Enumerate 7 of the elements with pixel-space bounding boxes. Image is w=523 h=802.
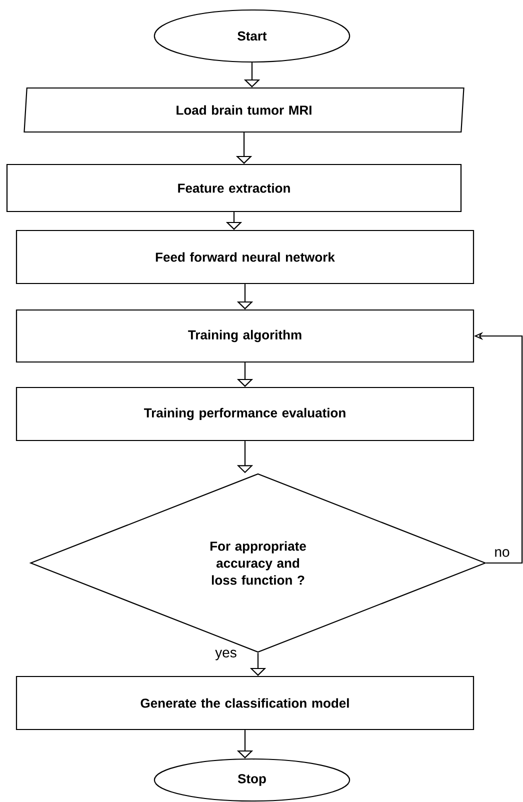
process-box: Feature extraction (6, 164, 462, 212)
process-box: Generate the classification model (16, 676, 474, 730)
process-box: Training performance evaluation (16, 386, 474, 442)
process-box: Training algorithm (16, 309, 474, 363)
input-parallelogram: Load brain tumor MRI (24, 87, 464, 133)
edge-label: no (493, 548, 511, 558)
process-box: Feed forward neural network (16, 230, 474, 284)
